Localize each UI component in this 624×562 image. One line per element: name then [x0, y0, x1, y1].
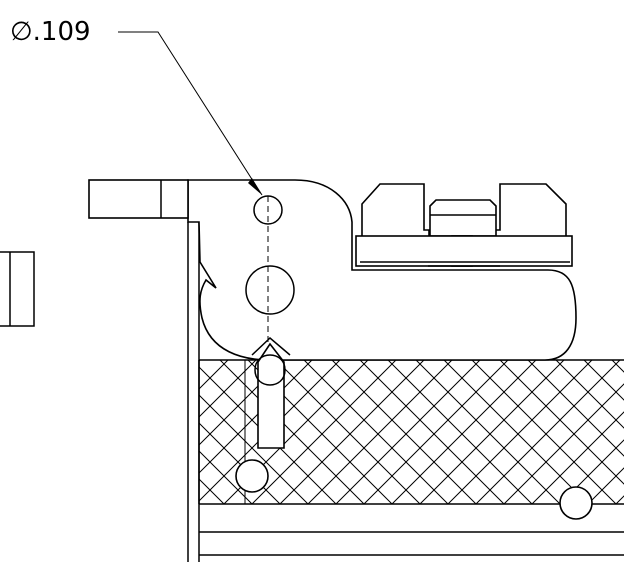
leader-arrowhead [248, 178, 262, 195]
clamp-head [355, 183, 573, 267]
dimension-callout: ∅.109 [10, 17, 91, 47]
left-partial-block [0, 251, 35, 327]
dowel-pin-right [559, 486, 593, 520]
dimension-leader [118, 31, 263, 196]
dowel-pin-left [235, 459, 269, 493]
locating-pin [251, 336, 291, 449]
clamp-lever [88, 179, 577, 361]
large-hole [245, 265, 295, 315]
